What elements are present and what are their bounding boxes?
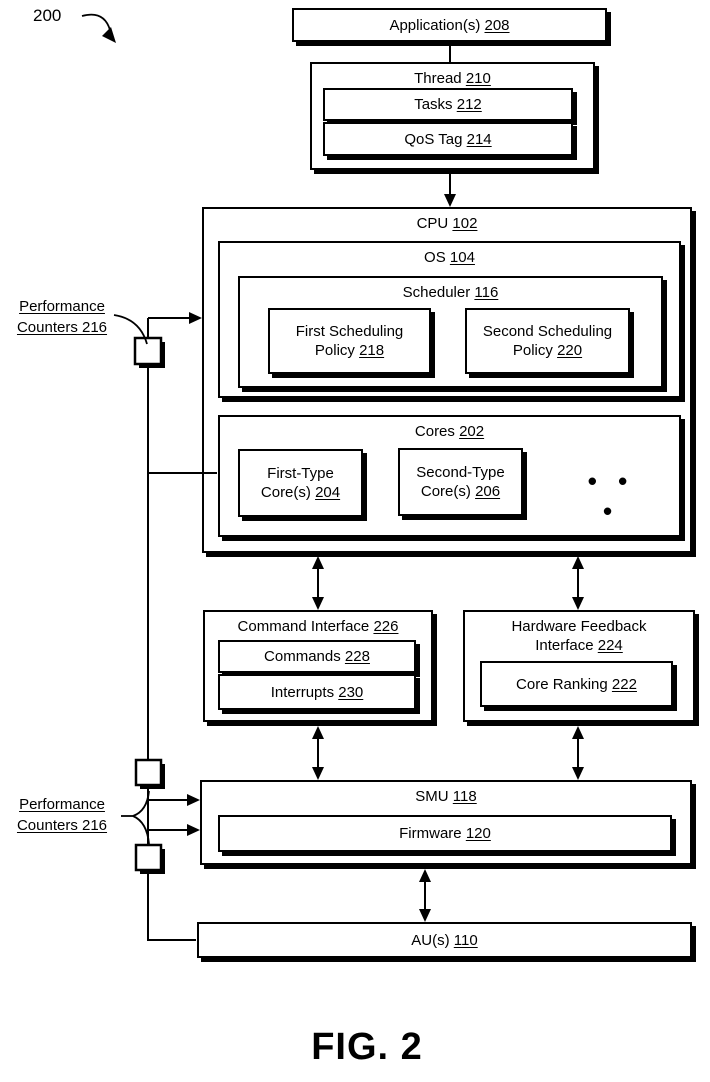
arrow-rail-into-cpu <box>189 312 202 324</box>
arrow-cpu-fb-up <box>572 556 584 569</box>
perf-counter-square-bottom <box>134 843 165 874</box>
arrow-fb-smu-up <box>572 726 584 739</box>
bottom-label-fork-up <box>132 790 150 817</box>
cpu-label: CPU 102 <box>416 215 478 232</box>
arrow-cmd-smu-down <box>312 767 324 780</box>
core-ranking-label: Core Ranking 222 <box>516 675 637 693</box>
first-scheduling-policy-label: First Scheduling Policy 218 <box>295 323 404 359</box>
figure-caption: FIG. 2 <box>311 1026 423 1068</box>
thread-label: Thread 210 <box>414 70 491 87</box>
figure-number-arrow-curve <box>81 13 111 31</box>
command-interface-label: Command Interface 226 <box>237 618 399 635</box>
bottom-label-fork-down <box>132 815 150 845</box>
core-ranking-box: Core Ranking 222 <box>480 661 673 707</box>
commands-label: Commands 228 <box>264 648 370 665</box>
firmware-label: Firmware 120 <box>399 825 491 842</box>
performance-counters-label-top: Performance Counters 216 <box>16 298 108 336</box>
arrow-cpu-cmd-up <box>312 556 324 569</box>
cores-label: Cores 202 <box>414 423 485 440</box>
second-scheduling-policy-box: Second Scheduling Policy 220 <box>465 308 630 374</box>
application-box: Application(s) 208 <box>292 8 607 42</box>
arrow-rail-into-smu-2 <box>187 824 200 836</box>
arrow-fb-smu-down <box>572 767 584 780</box>
first-scheduling-policy-box: First Scheduling Policy 218 <box>268 308 431 374</box>
arrow-rail-into-smu-1 <box>187 794 200 806</box>
qos-tag-box: QoS Tag 214 <box>323 122 573 156</box>
au-box: AU(s) 110 <box>197 922 692 958</box>
scheduler-label: Scheduler 116 <box>402 284 499 301</box>
os-label: OS 104 <box>424 249 475 266</box>
perf-counter-rail <box>147 318 196 941</box>
smu-label: SMU 118 <box>415 788 477 805</box>
figure-number: 200 <box>33 6 62 25</box>
first-type-core-box: First-Type Core(s) 204 <box>238 449 363 517</box>
second-scheduling-policy-label: Second Scheduling Policy 220 <box>482 323 613 359</box>
interrupts-box: Interrupts 230 <box>218 674 416 710</box>
tasks-label: Tasks 212 <box>414 96 482 113</box>
qos-tag-label: QoS Tag 214 <box>404 130 492 148</box>
hardware-feedback-interface-label: Hardware Feedback Interface 224 <box>511 618 647 654</box>
arrow-smu-au-down <box>419 909 431 922</box>
firmware-box: Firmware 120 <box>218 815 672 852</box>
first-type-core-label: First-Type Core(s) 204 <box>260 465 341 501</box>
performance-counters-label-bottom: Performance Counters 216 <box>16 796 108 834</box>
arrow-smu-au-up <box>419 869 431 882</box>
arrow-figure-number <box>102 27 116 43</box>
commands-box: Commands 228 <box>218 640 416 673</box>
tasks-box: Tasks 212 <box>323 88 573 121</box>
arrow-cmd-smu-up <box>312 726 324 739</box>
arrow-cpu-cmd-down <box>312 597 324 610</box>
arrow-cpu-fb-down <box>572 597 584 610</box>
interrupts-label: Interrupts 230 <box>270 683 364 701</box>
second-type-core-label: Second-Type Core(s) 206 <box>416 464 505 500</box>
second-type-core-box: Second-Type Core(s) 206 <box>398 448 523 516</box>
au-label: AU(s) 110 <box>411 931 478 949</box>
application-label: Application(s) 208 <box>389 16 510 34</box>
perf-counter-square-top <box>133 336 165 368</box>
arrow-into-cpu-top <box>444 194 456 207</box>
more-cores-ellipsis: • • • <box>587 466 635 526</box>
perf-counter-square-middle <box>134 758 165 789</box>
top-label-leader-curve <box>113 314 148 345</box>
